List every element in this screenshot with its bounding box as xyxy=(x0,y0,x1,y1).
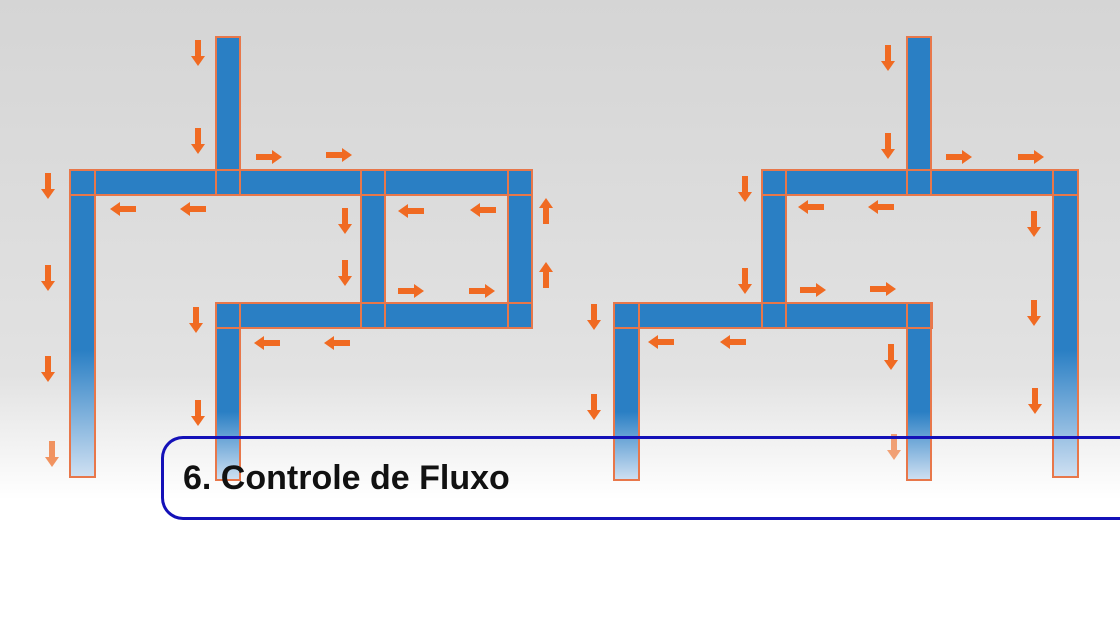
banner-background xyxy=(0,0,1120,500)
left-pipe-network xyxy=(69,36,533,481)
chapter-title-frame xyxy=(161,436,1120,520)
pipe-flow-illustration xyxy=(0,0,1120,500)
chapter-title: 6. Controle de Fluxo xyxy=(183,459,510,497)
right-pipe-network xyxy=(613,36,1079,481)
